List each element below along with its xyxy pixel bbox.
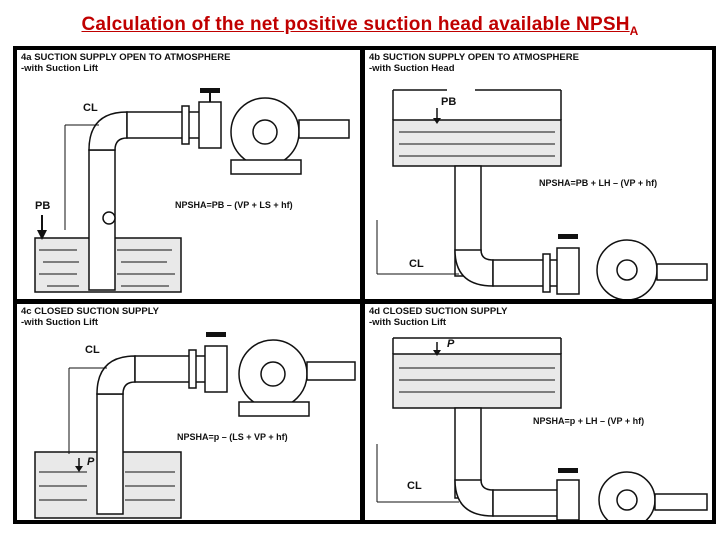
water-lines-4a [39,249,175,287]
centerline-label-4c: CL [85,344,100,356]
subheading-4a: -with Suction Lift [21,63,99,74]
panel-4b: 4b SUCTION SUPPLY OPEN TO ATMOSPHERE -wi… [365,50,712,299]
panel-4a-heading: 4a SUCTION SUPPLY OPEN TO ATMOSPHERE -wi… [21,52,230,74]
panel-4c: 4c CLOSED SUCTION SUPPLY -with Suction L… [17,304,360,520]
formula-4a: NPSHA=PB – (VP + LS + hf) [175,200,293,210]
panel-4a-drawing [34,88,350,293]
panel-4b-heading: 4b SUCTION SUPPLY OPEN TO ATMOSPHERE -wi… [369,52,579,74]
formula-4b: NPSHA=PB + LH – (VP + hf) [539,178,658,188]
water-lines-4b [399,131,555,157]
tank-4b [392,119,562,167]
diagram-frame: 4a SUCTION SUPPLY OPEN TO ATMOSPHERE -wi… [13,46,716,524]
panel-4a: 4a SUCTION SUPPLY OPEN TO ATMOSPHERE -wi… [17,50,360,299]
panel-4b-drawing [376,89,708,299]
panel-4d-heading: 4d CLOSED SUCTION SUPPLY -with Suction L… [369,306,507,328]
subheading-4d: -with Suction Lift [369,317,447,328]
title-subscript: A [629,23,639,38]
subheading-4b: -with Suction Head [369,63,455,74]
formula-4c: NPSHA=p – (LS + VP + hf) [177,432,288,442]
valve-4c [204,345,228,393]
formula-4d: NPSHA=p + LH – (VP + hf) [533,416,645,426]
subheading-4c: -with Suction Lift [21,317,99,328]
tank-4d [392,353,562,409]
heading-4d: 4d CLOSED SUCTION SUPPLY [369,306,508,317]
page-title: Calculation of the net positive suction … [0,14,720,38]
heading-4c: 4c CLOSED SUCTION SUPPLY [21,306,159,317]
pressure-label-4c: P [87,456,95,468]
water-lines-4d [399,367,555,393]
pressure-label-4a: PB [35,200,51,212]
valve-4a [198,101,222,149]
panel-4d-drawing [376,337,708,520]
centerline-label-4b: CL [409,258,424,270]
elbow-4a [88,111,128,151]
valve-4d [556,479,580,520]
heading-4a: 4a SUCTION SUPPLY OPEN TO ATMOSPHERE [21,52,231,63]
panel-4d: 4d CLOSED SUCTION SUPPLY -with Suction L… [365,304,712,520]
heading-4b: 4b SUCTION SUPPLY OPEN TO ATMOSPHERE [369,52,579,63]
centerline-label-4a: CL [83,102,98,114]
pressure-arrowhead-4a [37,230,47,240]
valve-4b [556,247,580,295]
suction-pipe-4c [96,393,124,515]
panel-4c-heading: 4c CLOSED SUCTION SUPPLY -with Suction L… [21,306,159,328]
title-text: Calculation of the net positive suction … [81,14,630,35]
panel-4c-drawing [34,332,356,519]
pressure-label-4b: PB [441,96,457,108]
pressure-label-4d: P [447,338,455,350]
centerline-label-4d: CL [407,480,422,492]
